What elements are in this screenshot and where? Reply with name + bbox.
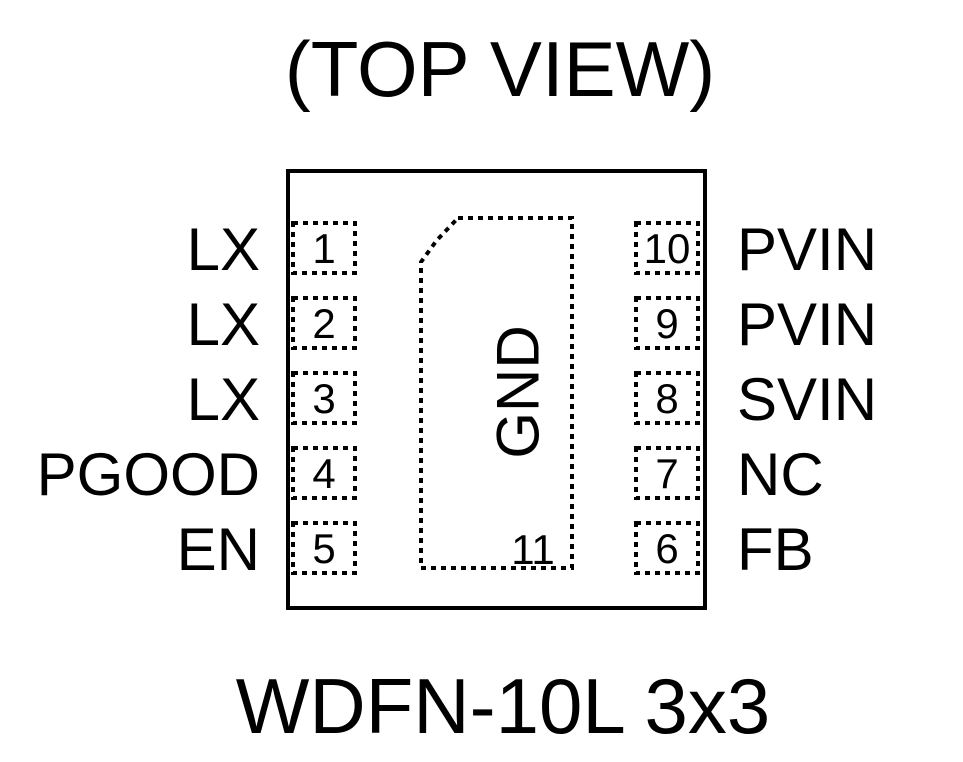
exposed-pad-outline — [419, 216, 574, 570]
package-body — [286, 169, 707, 610]
pin-8: 8 SVIN — [634, 366, 877, 433]
pin-number: 2 — [312, 300, 335, 347]
pin-pad — [291, 446, 357, 500]
pin-name: LX — [187, 291, 260, 358]
pin-pad — [291, 521, 357, 575]
pin-3: 3 LX — [187, 366, 357, 433]
pin-pad — [634, 371, 700, 425]
pin-number: 10 — [644, 225, 691, 272]
pin-pad — [634, 446, 700, 500]
pin-name: SVIN — [737, 366, 877, 433]
pin-4: 4 PGOOD — [37, 441, 357, 508]
pin-10: 10 PVIN — [634, 216, 877, 283]
pin-name: LX — [187, 216, 260, 283]
pin-name: PVIN — [737, 216, 877, 283]
package-name: WDFN-10L 3x3 — [236, 662, 771, 750]
pin-pad — [291, 296, 357, 350]
pin-number: 3 — [312, 375, 335, 422]
pin-7: 7 NC — [634, 441, 824, 508]
exposed-pad-number: 11 — [511, 526, 555, 573]
pin-pad — [291, 221, 357, 275]
pin-9: 9 PVIN — [634, 291, 877, 358]
pin-name: PGOOD — [37, 441, 260, 508]
pin-pad — [291, 371, 357, 425]
pin-number: 9 — [655, 300, 678, 347]
pin-name: LX — [187, 366, 260, 433]
pin-6: 6 FB — [634, 516, 814, 583]
exposed-pad-label: GND — [485, 325, 552, 458]
pin-number: 1 — [312, 225, 335, 272]
pin-pad — [634, 296, 700, 350]
pin-name: NC — [737, 441, 824, 508]
pin-2: 2 LX — [187, 291, 357, 358]
pin-number: 8 — [655, 375, 678, 422]
pin-name: PVIN — [737, 291, 877, 358]
pin-pad — [634, 521, 700, 575]
pin-5: 5 EN — [177, 516, 357, 583]
pin-name: FB — [737, 516, 814, 583]
pin-number: 6 — [655, 525, 678, 572]
diagram-title: (TOP VIEW) — [285, 25, 716, 113]
pin-pad — [634, 221, 700, 275]
pin-number: 7 — [655, 450, 678, 497]
pin-1: 1 LX — [187, 216, 357, 283]
pin-number: 5 — [312, 525, 335, 572]
pin-name: EN — [177, 516, 260, 583]
pin-number: 4 — [312, 450, 335, 497]
